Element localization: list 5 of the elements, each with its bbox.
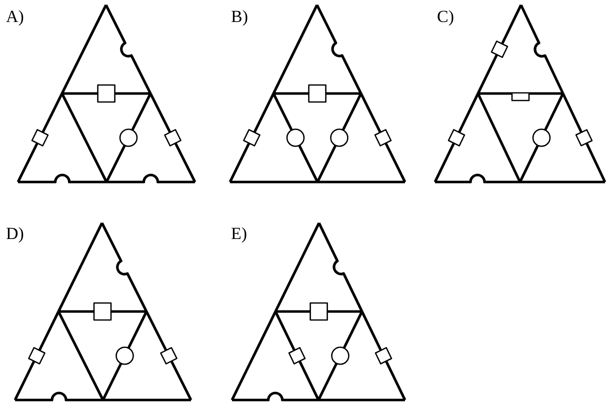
option-label: D)	[6, 225, 24, 243]
option-label: A)	[6, 8, 24, 26]
option-label: C)	[437, 8, 454, 26]
option-label: B)	[231, 8, 248, 26]
option-label: E)	[231, 225, 248, 243]
